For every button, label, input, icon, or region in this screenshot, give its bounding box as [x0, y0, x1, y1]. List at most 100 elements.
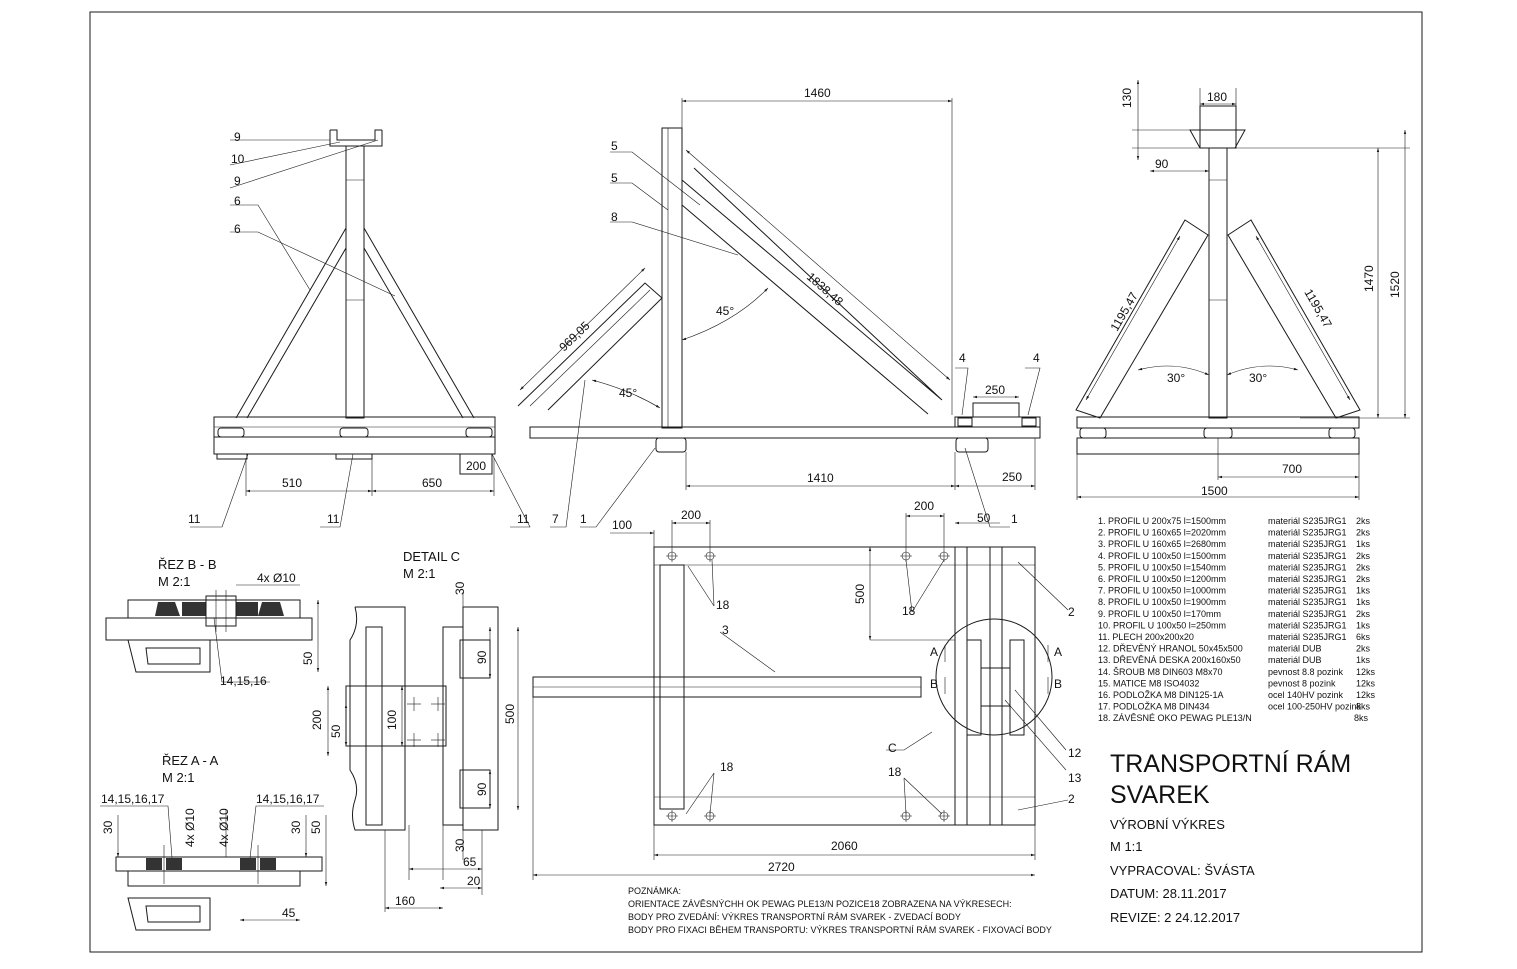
bom-material: pevnost 8 pozink [1268, 678, 1336, 688]
note-line-2: BODY PRO ZVEDÁNÍ: VÝKRES TRANSPORTNÍ RÁM… [628, 912, 961, 922]
bom-qty: 12ks [1356, 678, 1376, 688]
label-4-a: 4 [959, 351, 966, 365]
bom-material: materiál S235JRG1 [1268, 516, 1347, 526]
dim-50-b: 50 [301, 651, 315, 665]
section-b-b: ŘEZ B - B M 2:1 4x Ø10 50 14,15,16 [105, 557, 320, 688]
label-8: 8 [611, 210, 618, 224]
dim-2060: 2060 [831, 839, 858, 853]
bom-item: 18. ZÁVĚSNÉ OKO PEWAG PLE13/N [1098, 713, 1252, 723]
bom-qty: 12ks [1356, 690, 1376, 700]
bom-item: 12. DŘEVĚNÝ HRANOL 50x45x500 [1098, 644, 1243, 654]
bom-qty: 2ks [1356, 644, 1371, 654]
dim-4x10-a-right: 4x Ø10 [217, 808, 231, 847]
dim-180: 180 [1207, 90, 1227, 104]
section-a-scale: M 2:1 [162, 770, 195, 785]
label-5-b: 5 [611, 171, 618, 185]
bom-material: materiál S235JRG1 [1268, 620, 1347, 630]
title-line-1: TRANSPORTNÍ RÁM [1110, 749, 1351, 778]
dim-1838: 1838,48 [804, 270, 846, 309]
dim-650: 650 [422, 476, 442, 490]
dim-4x10-b: 4x Ø10 [257, 571, 296, 585]
bom-material: materiál DUB [1268, 655, 1322, 665]
bom-qty: 6ks [1356, 632, 1371, 642]
label-11-c: 11 [517, 512, 530, 526]
bom-qty: 2ks [1356, 562, 1371, 572]
section-mark-a-left: A [930, 645, 938, 659]
top-view: A A B B 100 200 200 50 500 2060 2720 [532, 499, 1082, 880]
label-11-a: 11 [188, 512, 201, 526]
section-mark-b-right: B [1054, 677, 1062, 691]
dim-30-c-top: 30 [453, 581, 467, 595]
section-a-title: ŘEZ A - A [162, 753, 219, 768]
dim-100: 100 [612, 518, 632, 532]
bom-material: materiál S235JRG1 [1268, 562, 1347, 572]
bom-item: 4. PROFIL U 100x50 l=1500mm [1098, 551, 1226, 561]
dim-30-c-bottom: 30 [453, 838, 467, 852]
bom-qty: 2ks [1356, 551, 1371, 561]
bom-item: 7. PROFIL U 100x50 l=1000mm [1098, 586, 1226, 596]
dim-30-a-left: 30 [101, 820, 115, 834]
bom-qty: 1ks [1356, 539, 1371, 549]
end-view: 180 130 90 1470 1520 1195,47 1195,47 30°… [1075, 80, 1410, 500]
dim-500: 500 [853, 584, 867, 604]
dim-65-c: 65 [463, 855, 477, 869]
bom-qty: 1ks [1356, 586, 1371, 596]
bom-item: 16. PODLOŽKA M8 DIN125-1A [1098, 690, 1224, 700]
section-b-scale: M 2:1 [158, 574, 191, 589]
dim-2720: 2720 [768, 860, 795, 874]
bom-material: materiál S235JRG1 [1268, 551, 1347, 561]
bom-item: 1. PROFIL U 200x75 l=1500mm [1098, 516, 1226, 526]
dim-1410: 1410 [807, 471, 834, 485]
bom-item: 15. MATICE M8 ISO4032 [1098, 678, 1199, 688]
label-c: C [888, 741, 897, 755]
dim-200-right: 200 [914, 499, 934, 513]
label-9-top: 9 [234, 130, 241, 144]
dim-160-c: 160 [395, 894, 415, 908]
bom-qty: 1ks [1356, 597, 1371, 607]
dim-500-c: 500 [503, 704, 517, 724]
bom-qty: 8ks [1356, 702, 1371, 712]
bom-item: 10. PROFIL U 100x50 l=250mm [1098, 620, 1226, 630]
dim-50-c: 50 [329, 724, 343, 738]
front-view: 510 650 200 9 10 9 6 6 11 11 11 [188, 129, 531, 528]
bom-item: 14. ŠROUB M8 DIN603 M8x70 [1098, 667, 1223, 677]
angle-30-right: 30° [1249, 371, 1267, 385]
drawing-scale: M 1:1 [1110, 839, 1143, 854]
bom-material: materiál S235JRG1 [1268, 632, 1347, 642]
label-7: 7 [552, 512, 559, 526]
bom-qty: 8ks [1354, 713, 1369, 723]
bom-qty: 1ks [1356, 655, 1371, 665]
revision: REVIZE: 2 24.12.2017 [1110, 910, 1240, 925]
label-1-a: 1 [580, 512, 587, 526]
angle-30-left: 30° [1167, 371, 1185, 385]
label-4-b: 4 [1033, 351, 1040, 365]
label-18-a: 18 [716, 598, 730, 612]
bom-material: ocel 140HV pozink [1268, 690, 1344, 700]
dim-250-top: 250 [985, 383, 1005, 397]
dim-90-c-bottom: 90 [475, 782, 489, 796]
bom-material: materiál S235JRG1 [1268, 574, 1347, 584]
section-b-title: ŘEZ B - B [158, 557, 217, 572]
note-line-1: ORIENTACE ZÁVĚSNÝCHH OK PEWAG PLE13/N PO… [628, 899, 1012, 909]
bom-qty: 2ks [1356, 574, 1371, 584]
bom-material: materiál S235JRG1 [1268, 609, 1347, 619]
dim-100-c: 100 [385, 710, 399, 730]
label-9-bottom: 9 [234, 174, 241, 188]
drawing-note: POZNÁMKA: ORIENTACE ZÁVĚSNÝCHH OK PEWAG … [628, 886, 1052, 935]
title-line-2: SVAREK [1110, 781, 1210, 809]
document-type: VÝROBNÍ VÝKRES [1110, 817, 1225, 832]
label-5-a: 5 [611, 139, 618, 153]
dim-510: 510 [282, 476, 302, 490]
label-18-c: 18 [720, 760, 734, 774]
dim-20-c: 20 [467, 874, 481, 888]
dim-969: 969,05 [556, 318, 592, 354]
bom-qty: 12ks [1356, 667, 1376, 677]
bom-item: 6. PROFIL U 100x50 l=1200mm [1098, 574, 1226, 584]
dim-200-c: 200 [310, 710, 324, 730]
label-11-b: 11 [327, 512, 340, 526]
bom-item: 9. PROFIL U 100x50 l=170mm [1098, 609, 1221, 619]
dim-1520: 1520 [1388, 271, 1402, 298]
bill-of-materials: 1. PROFIL U 200x75 l=1500mm materiál S235… [1098, 516, 1376, 723]
bom-qty: 2ks [1356, 516, 1371, 526]
bom-item: 11. PLECH 200x200x20 [1098, 632, 1194, 642]
